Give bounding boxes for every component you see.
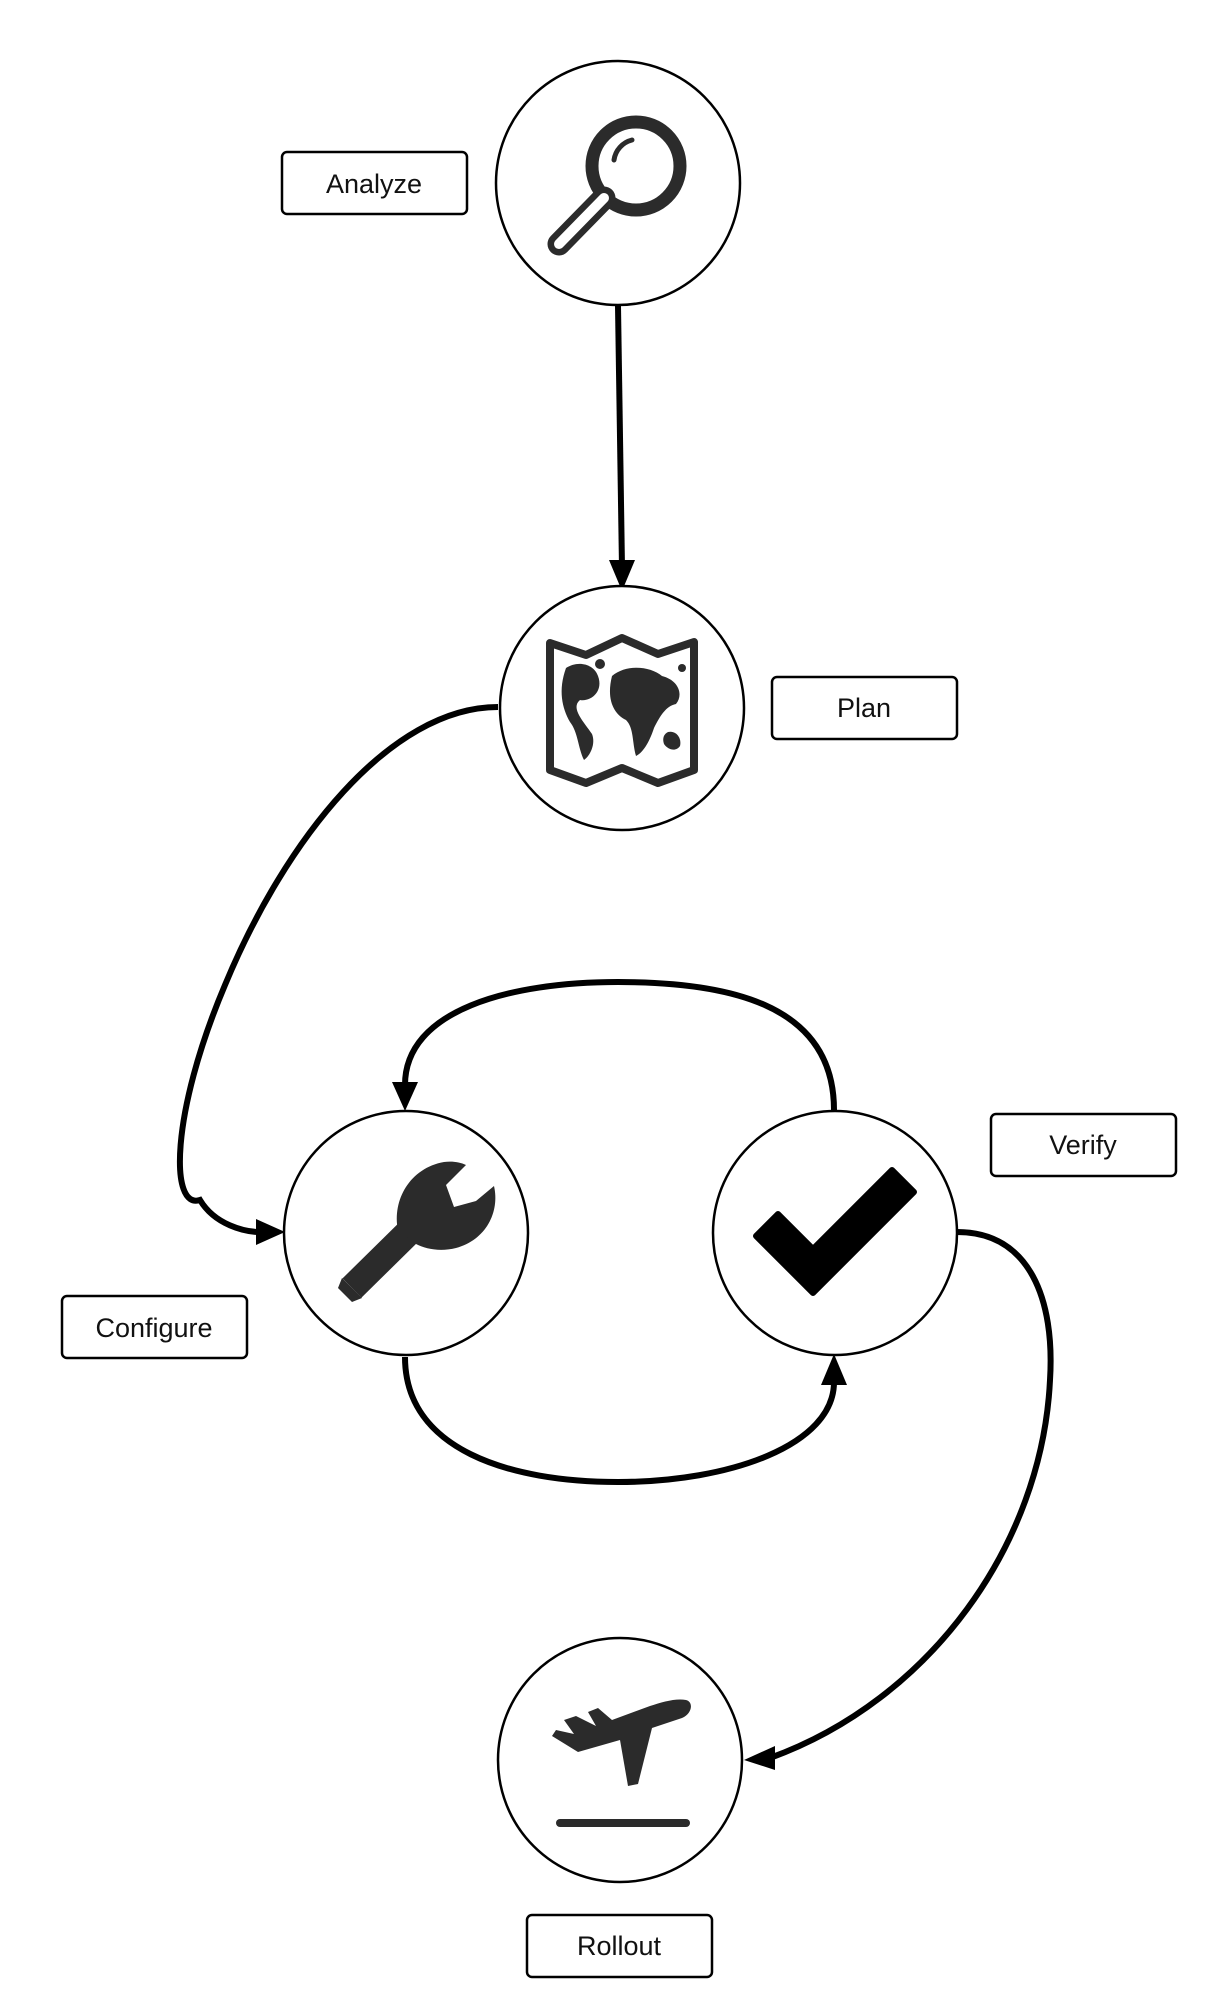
airplane-takeoff-icon xyxy=(552,1699,691,1827)
label-configure-text: Configure xyxy=(95,1313,212,1343)
node-rollout[interactable] xyxy=(496,1636,744,1884)
world-map-icon xyxy=(546,634,698,787)
node-analyze[interactable] xyxy=(494,59,742,307)
label-verify: Verify xyxy=(989,1112,1178,1178)
node-verify[interactable] xyxy=(711,1109,959,1357)
checkmark-icon xyxy=(753,1167,917,1296)
edge-configure-to-verify xyxy=(402,1354,847,1486)
edge-plan-to-configure xyxy=(176,704,499,1245)
node-plan[interactable] xyxy=(498,584,746,832)
label-analyze: Analyze xyxy=(280,150,469,216)
node-configure[interactable] xyxy=(282,1109,530,1357)
wrench-icon xyxy=(338,1161,496,1302)
label-configure: Configure xyxy=(60,1294,249,1360)
label-plan: Plan xyxy=(770,675,959,741)
edge-analyze-to-plan xyxy=(609,305,635,591)
edges xyxy=(176,305,1054,1770)
edge-verify-to-configure xyxy=(392,978,837,1111)
label-rollout: Rollout xyxy=(525,1913,714,1979)
label-analyze-text: Analyze xyxy=(326,169,422,199)
label-verify-text: Verify xyxy=(1049,1130,1117,1160)
label-plan-text: Plan xyxy=(837,693,891,723)
magnifier-icon xyxy=(547,115,687,256)
edge-verify-to-rollout xyxy=(744,1229,1054,1770)
label-rollout-text: Rollout xyxy=(577,1931,662,1961)
